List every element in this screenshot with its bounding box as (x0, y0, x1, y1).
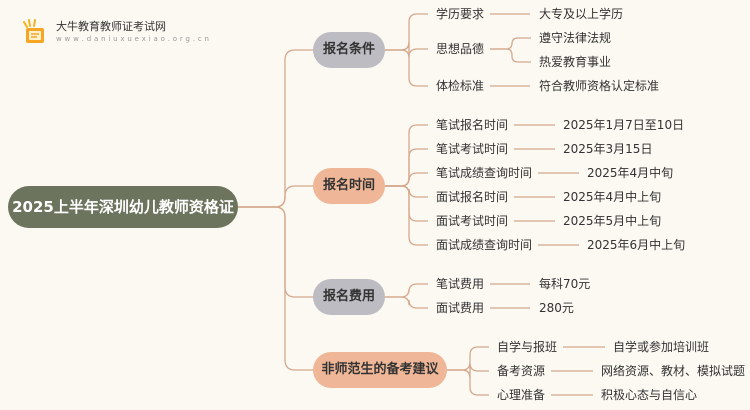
value-moral-character-2: 热爱教育事业 (539, 55, 612, 69)
item-written-results: 笔试成绩查询时间 (436, 166, 533, 180)
branch-registration-time: 报名时间 (313, 168, 385, 204)
logo-title: 大牛教育教师证考试网 (56, 20, 166, 33)
value-moral-character-1: 遵守法律法规 (539, 31, 612, 45)
b2-connector-0 (385, 283, 428, 298)
b0-connector-2 (385, 49, 428, 87)
value-interview-exam: 2025年5月中上旬 (563, 214, 662, 228)
b1-connector-0 (385, 124, 428, 187)
value-written-exam: 2025年3月15日 (563, 142, 653, 156)
value-mental-preparation: 积极心态与自信心 (601, 388, 698, 402)
root-connector-3 (238, 206, 313, 371)
b0-value-line-1a (490, 37, 531, 50)
value-written-fee: 每科70元 (539, 277, 591, 291)
b3-connector-0 (447, 346, 489, 371)
root-connector-1 (238, 185, 313, 208)
b0-value-line-1b (490, 48, 531, 63)
item-written-registration: 笔试报名时间 (436, 118, 509, 132)
value-self-study: 自学或参加培训班 (613, 340, 710, 354)
value-education-requirement: 大专及以上学历 (539, 7, 624, 21)
root-topic: 2025上半年深圳幼儿教师资格证 (8, 186, 238, 228)
value-interview-fee: 280元 (539, 301, 574, 315)
value-written-registration: 2025年1月7日至10日 (563, 118, 685, 132)
b2-connector-1 (385, 296, 428, 309)
b1-connector-5 (385, 185, 428, 246)
item-study-resources: 备考资源 (497, 364, 546, 378)
branch-registration-conditions: 报名条件 (313, 32, 385, 68)
value-study-resources: 网络资源、教材、模拟试题 (601, 364, 746, 378)
b1-connector-1 (385, 148, 428, 187)
branch-registration-fees: 报名费用 (313, 279, 385, 315)
value-written-results: 2025年4月中旬 (587, 166, 674, 180)
item-interview-registration: 面试报名时间 (436, 190, 509, 204)
item-mental-preparation: 心理准备 (497, 388, 546, 402)
item-self-study: 自学与报班 (497, 340, 558, 354)
item-written-exam: 笔试考试时间 (436, 142, 509, 156)
b0-connector-0 (385, 13, 428, 51)
item-health-standard: 体检标准 (436, 79, 485, 93)
logo-url: w w w . d a n i u x u e x i a o . o r g … (56, 35, 210, 43)
root-connector-0 (238, 49, 313, 208)
item-interview-exam: 面试考试时间 (436, 214, 509, 228)
value-interview-results: 2025年6月中上旬 (587, 238, 686, 252)
item-moral-character: 思想品德 (436, 42, 485, 56)
item-interview-results: 面试成绩查询时间 (436, 238, 533, 252)
item-written-fee: 笔试费用 (436, 277, 485, 291)
b3-connector-2 (447, 369, 489, 396)
branch-study-advice: 非师范生的备考建议 (313, 352, 447, 388)
root-connector-2 (238, 206, 313, 298)
value-health-standard: 符合教师资格认定标准 (539, 79, 660, 93)
value-interview-registration: 2025年4月中上旬 (563, 190, 662, 204)
graduation-book-icon (23, 19, 44, 43)
b1-connector-2 (385, 172, 428, 187)
b1-connector-4 (385, 185, 428, 222)
b0-connector-1 (385, 41, 428, 58)
item-education-requirement: 学历要求 (436, 7, 485, 21)
item-interview-fee: 面试费用 (436, 301, 485, 315)
